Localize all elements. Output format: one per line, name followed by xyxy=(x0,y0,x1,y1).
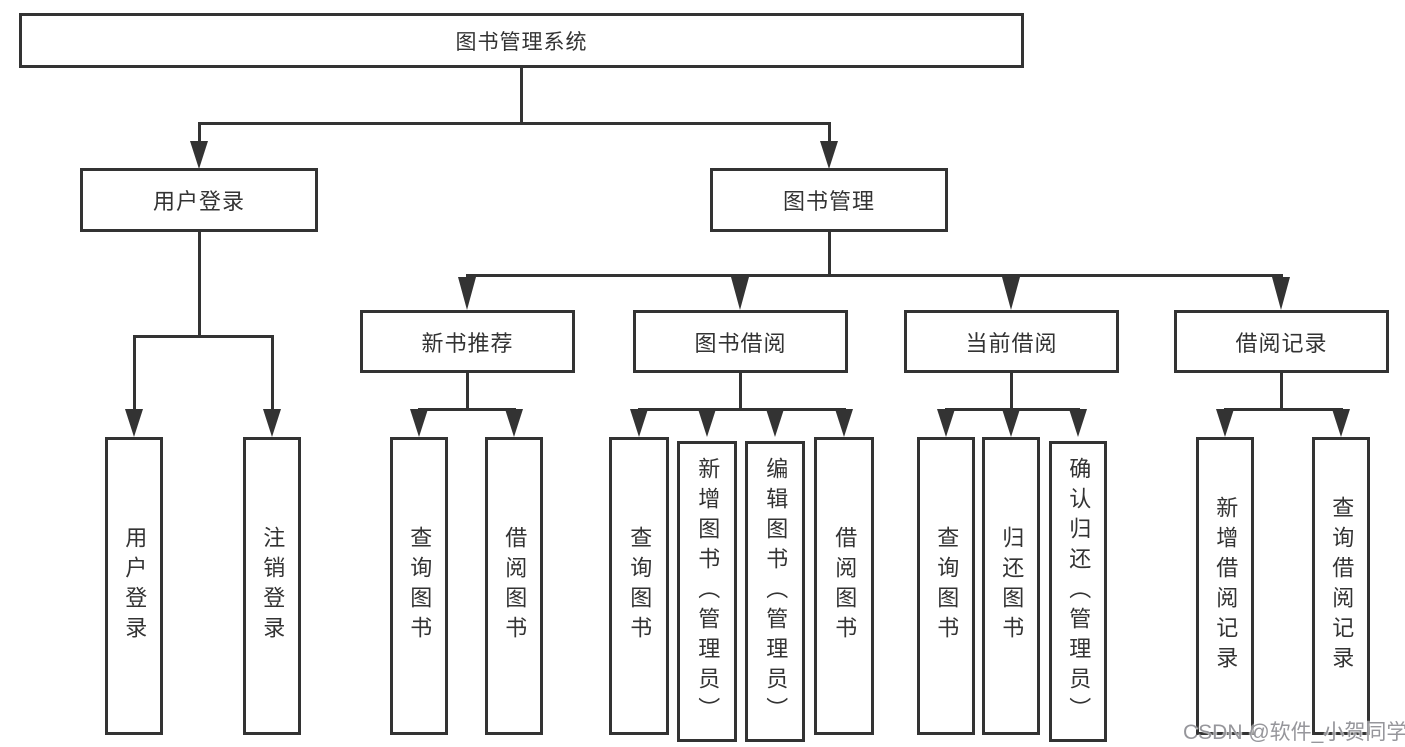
arrowhead-leaf-logout xyxy=(263,409,281,437)
connector-new-book-branch xyxy=(418,408,516,411)
node-label: 当前借阅 xyxy=(965,330,1058,356)
node-label: 借阅记录 xyxy=(1235,330,1328,356)
arrowhead-leaf-user-login xyxy=(125,409,143,437)
node-label: 用户登录 xyxy=(152,189,245,214)
connector-stub-book-management xyxy=(828,122,831,144)
leaf-label: 新增图书（管理员） xyxy=(695,456,721,727)
arrowhead-borrowing-records xyxy=(1272,277,1290,310)
leaf-bb-query-books: 查询图书 xyxy=(609,437,669,735)
leaf-user-login: 用户登录 xyxy=(105,437,163,735)
node-label: 图书借阅 xyxy=(694,330,787,356)
leaf-nb-query-books: 查询图书 xyxy=(390,437,448,735)
node-borrowing-records: 借阅记录 xyxy=(1174,310,1389,373)
arrowhead-cb-confirm-return xyxy=(1069,409,1087,437)
leaf-label: 归还图书 xyxy=(999,526,1025,646)
leaf-cb-query-books: 查询图书 xyxy=(917,437,975,735)
leaf-cb-confirm-return-admin: 确认归还（管理员） xyxy=(1049,441,1107,742)
arrowhead-cb-return-books xyxy=(1002,409,1020,437)
connector-records-trunk xyxy=(1280,371,1283,411)
arrowhead-cb-query-books xyxy=(937,409,955,437)
leaf-label: 借阅图书 xyxy=(832,526,858,646)
node-root-library-management-system: 图书管理系统 xyxy=(19,13,1024,68)
leaf-nb-borrow-books: 借阅图书 xyxy=(485,437,543,735)
arrowhead-book-borrowing xyxy=(731,277,749,310)
connector-borrowing-trunk xyxy=(739,371,742,411)
connector-borrowing-branch xyxy=(638,408,846,411)
leaf-cb-return-books: 归还图书 xyxy=(982,437,1040,735)
node-book-management: 图书管理 xyxy=(710,168,948,232)
arrowhead-bb-add-books xyxy=(698,409,716,437)
node-current-borrowing: 当前借阅 xyxy=(904,310,1119,373)
leaf-label: 查询图书 xyxy=(407,526,433,646)
connector-stub-leaf-user-login xyxy=(133,335,136,411)
leaf-label: 确认归还（管理员） xyxy=(1066,456,1092,727)
leaf-label: 查询借阅记录 xyxy=(1329,496,1355,676)
node-user-login: 用户登录 xyxy=(80,168,318,232)
connector-root-branch xyxy=(198,122,831,125)
leaf-label: 编辑图书（管理员） xyxy=(763,456,789,727)
arrowhead-bb-edit-books xyxy=(766,409,784,437)
node-label: 新书推荐 xyxy=(421,330,514,356)
leaf-br-add-borrow-record: 新增借阅记录 xyxy=(1196,437,1254,735)
connector-book-management-trunk xyxy=(828,230,831,277)
leaf-label: 新增借阅记录 xyxy=(1213,496,1239,676)
leaf-label: 注销登录 xyxy=(260,526,286,646)
arrowhead-current-borrowing xyxy=(1002,277,1020,310)
connector-user-login-trunk xyxy=(198,230,201,337)
node-book-borrowing: 图书借阅 xyxy=(633,310,848,373)
arrowhead-new-book-recommendation xyxy=(458,277,476,310)
connector-stub-leaf-logout xyxy=(271,335,274,411)
arrowhead-book-management xyxy=(820,141,838,169)
leaf-bb-edit-books-admin: 编辑图书（管理员） xyxy=(745,441,805,742)
leaf-bb-borrow-books: 借阅图书 xyxy=(814,437,874,735)
leaf-label: 查询图书 xyxy=(627,526,653,646)
leaf-label: 借阅图书 xyxy=(502,526,528,646)
connector-records-branch xyxy=(1224,408,1343,411)
arrowhead-bb-query-books xyxy=(630,409,648,437)
leaf-bb-add-books-admin: 新增图书（管理员） xyxy=(677,441,737,742)
leaf-br-query-borrow-record: 查询借阅记录 xyxy=(1312,437,1370,735)
leaf-label: 查询图书 xyxy=(934,526,960,646)
node-label: 图书管理 xyxy=(782,189,875,214)
arrowhead-nb-query-books xyxy=(410,409,428,437)
arrowhead-nb-borrow-books xyxy=(505,409,523,437)
connector-new-book-trunk xyxy=(466,371,469,411)
arrowhead-bb-borrow-books xyxy=(835,409,853,437)
connector-book-management-branch xyxy=(466,274,1283,277)
connector-root-trunk xyxy=(520,66,523,124)
node-new-book-recommendation: 新书推荐 xyxy=(360,310,575,373)
arrowhead-br-query-record xyxy=(1332,409,1350,437)
connector-current-trunk xyxy=(1010,371,1013,411)
node-label: 图书管理系统 xyxy=(455,30,588,54)
csdn-watermark: CSDN @软件_小贺同学 xyxy=(1183,721,1405,744)
arrowhead-br-add-record xyxy=(1216,409,1234,437)
connector-user-login-branch xyxy=(133,335,274,338)
connector-stub-user-login xyxy=(198,122,201,144)
arrowhead-user-login xyxy=(190,141,208,169)
leaf-logout: 注销登录 xyxy=(243,437,301,735)
leaf-label: 用户登录 xyxy=(122,526,148,646)
